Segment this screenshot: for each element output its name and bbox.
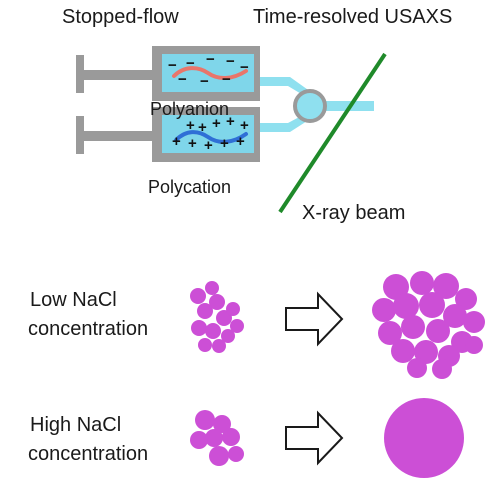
particle <box>433 273 459 299</box>
plus-charge: + <box>212 115 221 132</box>
high-nacl-label-line2: concentration <box>28 443 148 465</box>
particle <box>465 336 483 354</box>
particle <box>419 292 445 318</box>
particle <box>391 339 415 363</box>
plus-charge: + <box>188 135 197 152</box>
positive-charges: ++++++++++ <box>172 113 249 154</box>
particle <box>455 288 477 310</box>
plus-charge: + <box>220 135 229 152</box>
stopped-flow-title: Stopped-flow <box>62 6 179 28</box>
polyanion-syringe: −−−−−−−− <box>76 46 260 101</box>
plunger-rod <box>84 70 162 80</box>
plus-charge: + <box>186 117 195 134</box>
particle <box>228 446 244 462</box>
particle <box>372 298 396 322</box>
particle <box>191 320 207 336</box>
plus-charge: + <box>198 119 207 136</box>
particle <box>407 358 427 378</box>
particle <box>209 446 229 466</box>
usaxs-title: Time-resolved USAXS <box>253 6 452 28</box>
particle <box>410 271 434 295</box>
minus-charge: − <box>178 71 187 88</box>
syringe-liquid <box>162 115 254 153</box>
minus-charge: − <box>240 59 249 76</box>
high-nacl-process-arrow-icon <box>285 410 344 466</box>
particle <box>393 293 419 319</box>
particle <box>198 338 212 352</box>
particle <box>378 321 402 345</box>
particle <box>197 303 213 319</box>
particle <box>222 428 240 446</box>
particle <box>205 323 221 339</box>
high-nacl-initial-cluster <box>190 410 244 466</box>
low-nacl-label-line2: concentration <box>28 318 148 340</box>
polycation-chain <box>174 130 248 144</box>
plunger-rod <box>84 131 162 141</box>
particle <box>401 315 425 339</box>
high-nacl-final-sphere <box>384 398 464 478</box>
minus-charge: − <box>186 55 195 72</box>
plus-charge: + <box>240 117 249 134</box>
plus-charge: + <box>226 113 235 130</box>
particle <box>212 339 226 353</box>
low-nacl-label-line1: Low NaCl <box>30 289 117 311</box>
xray-beam-line <box>278 52 387 214</box>
plunger-handle <box>76 55 84 93</box>
polyanion-chain <box>172 66 248 80</box>
low-nacl-process-arrow-icon <box>285 291 344 347</box>
flow-tubing <box>256 77 374 132</box>
negative-charges: −−−−−−−− <box>168 51 249 90</box>
low-nacl-initial-cluster <box>190 281 244 353</box>
particle <box>216 310 232 326</box>
particle <box>230 319 244 333</box>
mixer-chamber <box>293 89 327 123</box>
low-nacl-final-cluster <box>372 271 485 379</box>
minus-charge: − <box>168 57 177 74</box>
plunger-handle <box>76 116 84 154</box>
particle <box>190 431 208 449</box>
plus-charge: + <box>172 133 181 150</box>
particle <box>190 288 206 304</box>
plus-charge: + <box>204 137 213 154</box>
particle <box>414 340 438 364</box>
minus-charge: − <box>206 51 215 68</box>
particle <box>195 410 215 430</box>
xray-beam-label: X-ray beam <box>302 202 405 224</box>
particle <box>226 302 240 316</box>
particle <box>213 415 231 433</box>
polycation-syringe: ++++++++++ <box>76 107 260 162</box>
particle <box>463 311 485 333</box>
particle <box>205 429 223 447</box>
particle <box>205 281 219 295</box>
particle <box>432 359 452 379</box>
particle <box>443 304 467 328</box>
minus-charge: − <box>222 71 231 88</box>
high-nacl-label-line1: High NaCl <box>30 414 121 436</box>
plus-charge: + <box>236 133 245 150</box>
minus-charge: − <box>200 73 209 90</box>
minus-charge: − <box>226 53 235 70</box>
particle <box>426 319 450 343</box>
polycation-label: Polycation <box>148 177 231 197</box>
particle <box>209 294 225 310</box>
polyanion-label: Polyanion <box>150 99 229 119</box>
particle <box>221 329 235 343</box>
